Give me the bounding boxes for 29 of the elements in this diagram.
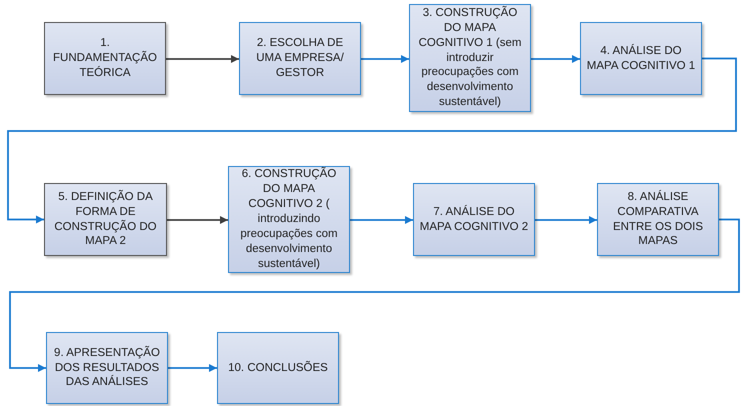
arrow	[9, 218, 740, 372]
process-box	[239, 22, 361, 95]
arrow	[7, 58, 737, 224]
arrow	[168, 364, 217, 372]
arrow	[167, 216, 228, 224]
step-text: 9. APRESENTAÇÃO DOS RESULTADOS DAS ANÁLISES	[53, 346, 161, 390]
step-text: 2. ESCOLHA DE UMA EMPRESA/ GESTOR	[255, 36, 345, 81]
step-text: 1. FUNDAMENTAÇÃO TEÓRICA	[52, 36, 158, 81]
step-text: 4. ANÁLISE DO MAPA COGNITIVO 1	[586, 44, 696, 74]
process-box	[46, 332, 168, 404]
arrow	[361, 55, 409, 63]
arrow	[350, 216, 413, 224]
arrow	[531, 55, 580, 63]
process-box	[44, 22, 166, 95]
process-box	[44, 183, 167, 256]
process-box	[409, 4, 531, 112]
process-box	[217, 332, 339, 404]
arrow	[535, 216, 597, 224]
process-box	[580, 22, 702, 95]
step-text: 10. CONCLUSÕES	[228, 360, 328, 376]
step-text: 7. ANÁLISE DO MAPA COGNITIVO 2	[418, 204, 530, 234]
process-box	[597, 183, 719, 256]
step-text: 3. CONSTRUÇÃO DO MAPA COGNITIVO 1 (sem introduzir preocupações com desenvolvimento sustentável)	[418, 6, 522, 110]
step-text: 6. CONSTRUÇÃO DO MAPA COGNITIVO 2 ( introduzindo preocupações com desenvolvimento sustentável)	[239, 167, 339, 272]
step-text: 8. ANÁLISE COMPARATIVA ENTRE OS DOIS MAPAS	[612, 190, 704, 250]
process-box	[413, 183, 535, 256]
step-text: 5. DEFINIÇÃO DA FORMA DE CONSTRUÇÃO DO MAPA 2	[53, 190, 158, 250]
arrow	[166, 55, 239, 63]
process-box	[228, 166, 350, 273]
